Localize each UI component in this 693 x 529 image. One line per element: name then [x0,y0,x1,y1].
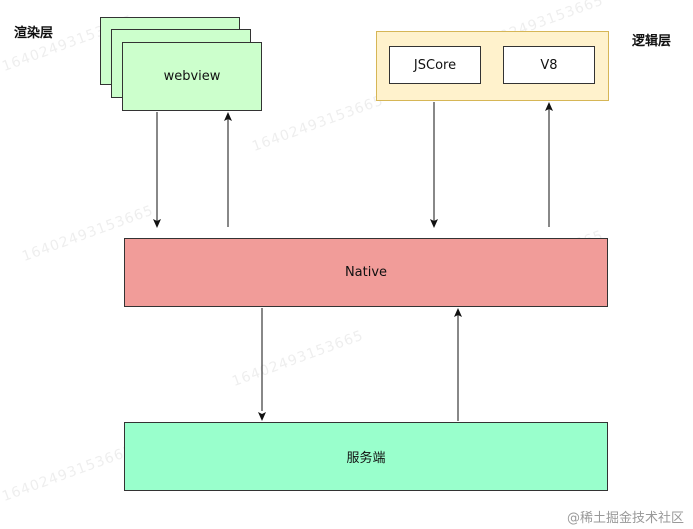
native-box: Native [124,238,608,307]
webview-box: webview [122,42,262,111]
arrowhead-logic-to-native [430,219,438,228]
jscore-label: JSCore [413,57,457,73]
arrowhead-native-to-webview [224,112,232,121]
native-label: Native [344,265,388,280]
arrowhead-native-to-logic [545,102,553,111]
logic-layer-label: 逻辑层 [632,34,672,49]
arrowhead-webview-to-native [153,219,161,228]
source-credit: @稀土掘金技术社区 [567,511,685,526]
rendering-layer-label: 渲染层 [14,26,54,41]
jscore-box: JSCore [389,46,481,84]
v8-box: V8 [503,46,595,84]
server-box: 服务端 [124,422,608,491]
v8-label: V8 [540,57,558,73]
arrowhead-server-to-native [454,308,462,317]
server-label: 服务端 [346,451,386,466]
arrowhead-native-to-server [258,412,266,421]
webview-label: webview [163,69,221,84]
